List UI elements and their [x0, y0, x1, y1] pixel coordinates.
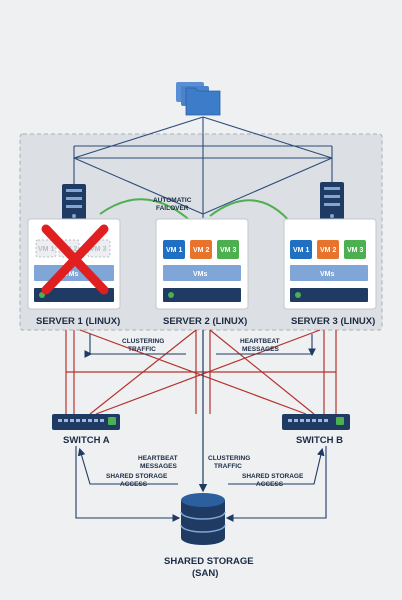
- vms-label: VMs: [193, 271, 208, 278]
- shared-access-label: SHARED STORAGE: [106, 473, 168, 480]
- heartbeat-label: HEARTBEAT: [138, 455, 178, 462]
- shared-access-label: SHARED STORAGE: [242, 473, 304, 480]
- vms-label: VMs: [64, 271, 79, 278]
- vm-label: VM 3: [220, 247, 236, 254]
- storage-label: (SAN): [192, 568, 218, 579]
- failure-x-icon: [41, 224, 109, 295]
- vm-label: VM 3: [90, 246, 106, 253]
- vm-label: VM 3: [347, 247, 363, 254]
- folder-icon: [176, 82, 221, 116]
- network-mesh: [73, 116, 333, 218]
- clustering-traffic-label: CLUSTERING: [122, 338, 164, 345]
- switch-label: SWITCH A: [63, 435, 110, 446]
- server-tower-icon: [62, 184, 86, 224]
- heartbeat-label: HEARTBEAT: [240, 338, 280, 345]
- switch-b-icon: [282, 414, 350, 430]
- clustering-traffic-label: CLUSTERING: [208, 455, 250, 462]
- shared-access-label: ACCESS: [256, 481, 284, 488]
- failover-label: AUTOMATIC: [153, 197, 192, 204]
- traffic-bracket: [84, 334, 316, 358]
- switch-a-icon: [52, 414, 120, 430]
- server-label: SERVER 1 (LINUX): [36, 316, 120, 327]
- server-label: SERVER 2 (LINUX): [163, 316, 247, 327]
- server-3-card: VM 1 VM 2 VM 3 VMs: [283, 218, 377, 310]
- storage-label: SHARED STORAGE: [164, 556, 254, 567]
- clustering-traffic-label: TRAFFIC: [128, 346, 156, 353]
- database-icon: [180, 493, 226, 545]
- vm-label: VM 1: [38, 246, 54, 253]
- vms-label: VMs: [320, 271, 335, 278]
- vm-label: VM 1: [293, 247, 309, 254]
- clustering-traffic-label: TRAFFIC: [214, 463, 242, 470]
- vm-label: VM 1: [166, 247, 182, 254]
- switch-label: SWITCH B: [296, 435, 343, 446]
- server-tower-icon: [320, 182, 344, 224]
- heartbeat-label: MESSAGES: [242, 346, 280, 353]
- red-links: [65, 329, 337, 415]
- heartbeat-label: MESSAGES: [140, 463, 178, 470]
- shared-access-label: ACCESS: [120, 481, 148, 488]
- vm-label: VM 2: [193, 247, 209, 254]
- storage-links: [75, 446, 327, 522]
- server-2-card: VM 1 VM 2 VM 3 VMs: [155, 218, 249, 310]
- failover-label: FAILOVER: [156, 205, 189, 212]
- server-label: SERVER 3 (LINUX): [291, 316, 375, 327]
- vm-label: VM 2: [320, 247, 336, 254]
